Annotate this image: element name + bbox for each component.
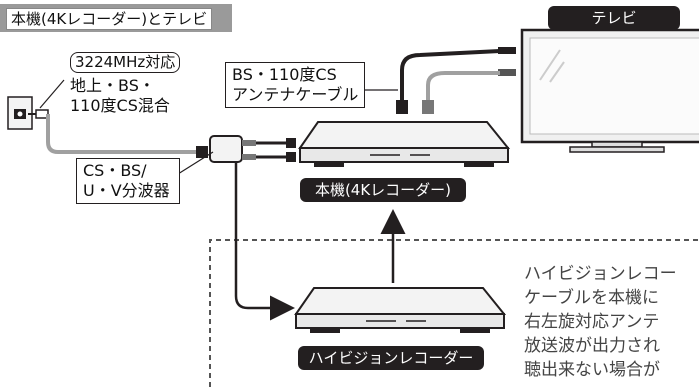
splitter-label: CS・BS/ U・V分波器 — [76, 158, 180, 204]
note-text: ハイビジョンレコー ケーブルを本機に 右左旋対応アンテ 放送波が出力され 聴出来… — [524, 262, 677, 382]
tv-connector-icons — [498, 47, 516, 76]
note-line-3: 右左旋対応アンテ — [524, 312, 660, 332]
splitter-icon — [209, 135, 256, 163]
section-title: 本機(4Kレコーダー)とテレビ — [0, 4, 232, 32]
black-cable — [400, 49, 501, 108]
splitter-label-line1: CS・BS/ — [83, 161, 147, 180]
wall-outlet-icon — [7, 96, 33, 130]
section-title-text: 本機(4Kレコーダー)とテレビ — [6, 8, 213, 30]
main-device-label: 本機(4Kレコーダー) — [300, 178, 466, 202]
frequency-label: 3224MHz対応 — [70, 52, 181, 73]
hd-recorder-cable — [234, 162, 295, 321]
note-line-1: ハイビジョンレコー — [524, 264, 677, 284]
hd-recorder-icon — [294, 287, 507, 333]
note-line-2: ケーブルを本機に — [524, 288, 659, 308]
antenna-cable-label-line2: アンテナケーブル — [232, 85, 359, 104]
gray-cable — [426, 71, 500, 108]
outlet-cable — [46, 114, 200, 154]
tv-label: テレビ — [548, 6, 680, 30]
wall-outlet-label: 地上・BS・ 110度CS混合 — [70, 76, 170, 116]
wall-outlet-label-line1: 地上・BS・ — [70, 76, 155, 95]
tv-icon — [520, 28, 699, 153]
recorder-4k-icon — [298, 121, 511, 167]
antenna-cable-label-line1: BS・110度CS — [232, 65, 337, 84]
dashed-frame — [209, 239, 699, 387]
antenna-cable-label: BS・110度CS アンテナケーブル — [225, 62, 365, 108]
wall-outlet-label-line2: 110度CS混合 — [70, 96, 170, 115]
splitter-label-line2: U・V分波器 — [83, 181, 170, 200]
note-line-5: 聴出来ない場合が — [524, 360, 660, 380]
note-line-4: 放送波が出力され — [524, 336, 660, 356]
hd-recorder-label: ハイビジョンレコーダー — [298, 346, 484, 370]
